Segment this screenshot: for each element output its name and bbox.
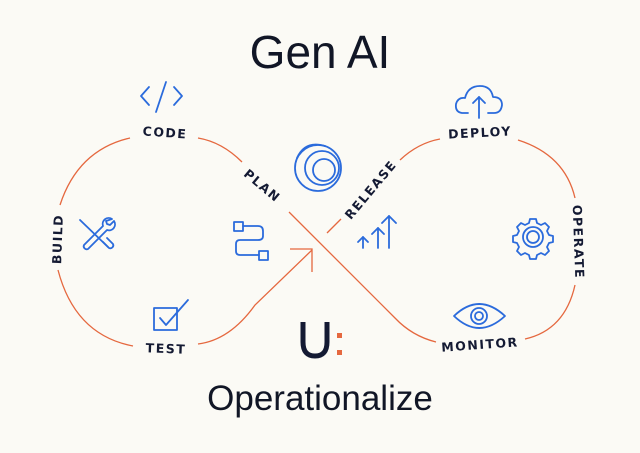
stage-monitor: MONITOR (441, 334, 519, 354)
subtitle: Operationalize (207, 379, 433, 418)
stage-plan: PLAN (241, 166, 284, 205)
checkbox-icon (153, 299, 189, 331)
title: Gen AI (250, 26, 391, 78)
flow-icon (233, 221, 269, 261)
path-build-test (57, 269, 134, 347)
code-icon (140, 81, 183, 113)
path-release-start (326, 218, 342, 234)
company-logo (300, 322, 342, 359)
stage-operate: OPERATE (570, 205, 588, 280)
path-operate-monitor (524, 284, 576, 340)
path-code-build (59, 137, 131, 206)
gear-icon (512, 218, 554, 260)
infinity-loop (57, 137, 576, 347)
tools-icon (79, 217, 116, 251)
growth-arrows-icon (357, 215, 397, 249)
arrow-head (290, 248, 313, 272)
stage-build: BUILD (49, 214, 66, 265)
stage-release: RELEASE (342, 157, 400, 222)
path-release-deploy (399, 138, 441, 161)
path-test-arrow (197, 249, 313, 345)
stage-deploy: DEPLOY (448, 123, 513, 141)
path-deploy-operate (517, 139, 576, 199)
cloud-upload-icon (454, 85, 503, 119)
path-code-plan (197, 137, 243, 163)
eye-icon (453, 303, 506, 329)
path-plan-monitor (288, 211, 437, 343)
orbit-logo-icon (294, 143, 342, 192)
stage-test: TEST (145, 340, 186, 356)
stage-code: CODE (142, 123, 188, 141)
